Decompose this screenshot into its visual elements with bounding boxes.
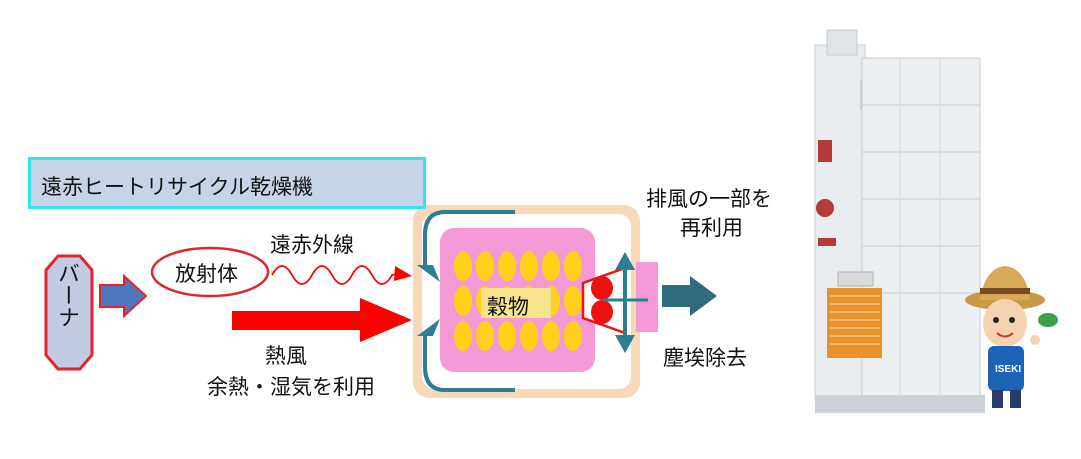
blue-arrow bbox=[99, 273, 148, 319]
burner-shape bbox=[44, 254, 94, 371]
grain-kernel bbox=[476, 251, 494, 281]
grain-kernel bbox=[564, 321, 582, 351]
recirc-curve-bottom-head bbox=[417, 319, 440, 336]
far-infrared-arrowhead bbox=[394, 266, 412, 281]
grain-kernel bbox=[498, 321, 516, 351]
grain-kernel bbox=[564, 251, 582, 281]
far-infrared-wave bbox=[271, 265, 401, 285]
far-infrared-label: 遠赤外線 bbox=[270, 233, 354, 257]
exhaust-arrow bbox=[662, 276, 717, 316]
burner-label: バーナ bbox=[54, 262, 79, 328]
grain-kernel bbox=[454, 321, 472, 351]
waste-heat-label: 余熱・湿気を利用 bbox=[207, 375, 375, 399]
grain-kernel bbox=[498, 251, 516, 281]
recirc-curve-bottom bbox=[423, 333, 515, 392]
grain-kernel bbox=[542, 321, 560, 351]
grain-kernel bbox=[520, 321, 538, 351]
grain-kernel bbox=[454, 286, 472, 316]
fan-blade-top bbox=[591, 276, 613, 300]
exhaust-reuse-line1: 排風の一部を bbox=[646, 187, 772, 211]
grain-kernel bbox=[476, 321, 494, 351]
grain-label-bg bbox=[481, 288, 551, 318]
outlet-box bbox=[636, 262, 658, 332]
dryer-machine bbox=[814, 29, 985, 413]
grain-kernel bbox=[542, 251, 560, 281]
grain-kernel bbox=[520, 251, 538, 281]
grain-kernel bbox=[454, 251, 472, 281]
grain-label: 穀物 bbox=[487, 295, 529, 319]
grain-kernel bbox=[564, 286, 582, 316]
dust-removal-label: 塵埃除去 bbox=[663, 346, 747, 370]
hot-air-arrow bbox=[232, 298, 412, 342]
recirc-curve-top-head bbox=[417, 265, 440, 282]
mascot: ISEKI bbox=[965, 266, 1058, 408]
recirc-curve-top bbox=[423, 210, 515, 268]
recirc-arrow-down bbox=[615, 335, 635, 353]
hot-air-label: 熱風 bbox=[265, 344, 307, 368]
radiator-label: 放射体 bbox=[175, 262, 238, 286]
radiator-ellipse bbox=[150, 246, 270, 298]
mascot-shirt-label: ISEKI bbox=[995, 364, 1021, 375]
recirc-arrow-up bbox=[615, 252, 635, 270]
title-text: 遠赤ヒートリサイクル乾燥機 bbox=[41, 175, 313, 199]
title-banner: 遠赤ヒートリサイクル乾燥機 bbox=[28, 157, 426, 209]
fan-blade-bottom bbox=[591, 300, 613, 324]
exhaust-reuse-line2: 再利用 bbox=[680, 216, 743, 240]
